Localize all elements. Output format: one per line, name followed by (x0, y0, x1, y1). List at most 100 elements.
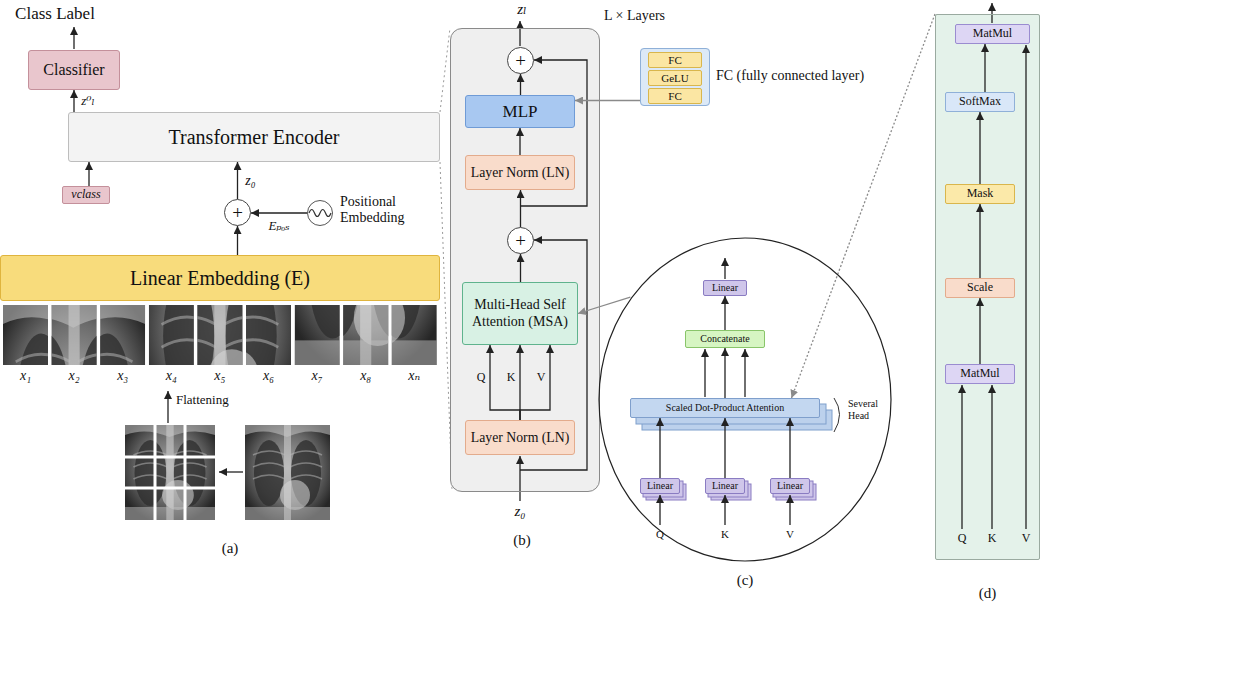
box-label: Layer Norm (LN) (471, 430, 570, 446)
box-label: + (232, 202, 243, 224)
classifier-box: Classifier (28, 50, 120, 90)
input-symbol: Q (656, 528, 664, 541)
linear-box: Linear (705, 478, 745, 494)
box-label: Layer Norm (LN) (471, 165, 570, 181)
input-arrow (519, 456, 520, 501)
edge-label: Eₚₒₛ (268, 219, 289, 234)
label-anchor: x₂ (69, 368, 80, 384)
box-label: Linear Embedding (E) (130, 267, 310, 290)
mlp-detail-panel: FCGeLUFCFC (fully connected layer) (640, 48, 710, 106)
box-label: Multi-Head Self Attention (MSA) (467, 297, 573, 329)
box-label: Linear (712, 282, 738, 294)
box-label: SoftMax (959, 95, 1001, 109)
grid-line (125, 456, 215, 459)
attention-detail-panel: MatMulSoftMaxMaskScaleMatMul(d) (935, 14, 1040, 560)
panel-letter: (a) (222, 540, 239, 557)
full-xray (245, 425, 330, 520)
flow-arrow (520, 74, 521, 95)
box-label: Concatenate (700, 333, 749, 345)
label-anchor: zₗ (517, 1, 526, 18)
input-arrow (961, 385, 962, 529)
output-symbol: zₗ (517, 1, 526, 18)
edge-label: K (507, 371, 516, 385)
panel-fill (640, 48, 710, 106)
panel-heading: L × Layers (604, 8, 704, 24)
panel-letter: (b) (513, 532, 531, 549)
panel-heading: Several Head (848, 398, 890, 421)
input-symbol: V (1022, 532, 1031, 546)
output-arrow (73, 27, 74, 49)
patch-label: x₈ (360, 368, 371, 384)
input-symbol: V (786, 528, 794, 541)
softmax-box: SoftMax (945, 92, 1015, 112)
edge-label-anchor: z₀ (245, 172, 255, 188)
patch-label: xₙ (408, 368, 420, 384)
label-anchor: x₃ (117, 368, 128, 384)
add-circle: + (507, 227, 534, 254)
grid-line (154, 425, 157, 520)
encoder-layer-panel: +MLPLayer Norm (LN)+Multi-Head Self Atte… (450, 28, 600, 492)
label-anchor: Q (656, 528, 664, 541)
class-token-box: vclass (62, 186, 110, 204)
matmul-box: MatMul (955, 24, 1030, 44)
flow-arrow (789, 418, 790, 478)
flow-arrow (979, 204, 980, 278)
label-anchor: x₄ (166, 368, 177, 384)
patch-label: x₇ (312, 368, 323, 384)
heading-anchor: FC (fully connected layer) (716, 68, 896, 84)
linear-box: Linear (703, 280, 747, 296)
linear-box: Linear (640, 478, 680, 494)
flow-arrow (520, 345, 550, 420)
edge-label: z₀ (245, 172, 255, 188)
box-label: MatMul (973, 27, 1012, 41)
panel-fill (450, 28, 600, 492)
flow-arrow (979, 112, 980, 184)
label-anchor: Q (958, 532, 967, 546)
flow-arrow (88, 162, 89, 186)
mask-box: Mask (945, 184, 1015, 204)
activation-box: GeLU (648, 70, 702, 86)
flow-arrow (724, 296, 725, 330)
input-arrow (991, 385, 992, 529)
flow-arrow (659, 418, 660, 478)
output-arrow (519, 21, 520, 46)
flow-arrow (251, 212, 307, 213)
box-label: MatMul (960, 367, 999, 381)
label-anchor: xₙ (408, 368, 420, 384)
box-label: Linear (647, 480, 673, 492)
box-label: FC (668, 90, 681, 103)
flow-arrow (520, 254, 521, 282)
step-label: Flattening (176, 393, 229, 408)
add-circle: + (507, 47, 534, 74)
output-label: Class Label (15, 4, 95, 24)
label-anchor: K (988, 532, 997, 546)
multi-head-attention-circle: LinearConcatenateScaled Dot-Product Atte… (598, 237, 892, 562)
label-anchor: (c) (737, 572, 754, 589)
patch-label: x₅ (214, 368, 225, 384)
edge-label: V (537, 371, 546, 385)
edge-label-anchor: V (537, 371, 546, 385)
label-anchor: Class Label (15, 4, 95, 24)
flatten-arrow (167, 391, 168, 423)
chest-xray-image (245, 425, 330, 520)
positional-embedding-circle: Positional Embedding (307, 200, 333, 226)
heading-anchor: (d) (960, 585, 1015, 602)
box-label: + (515, 50, 526, 72)
label-anchor: z₀ (514, 503, 525, 520)
grid-line (184, 425, 187, 520)
image-patch (10, 305, 145, 485)
panel-fill (935, 14, 1040, 560)
edge-label-anchor: z⁰ₗ (81, 94, 94, 109)
flow-arrow (237, 226, 238, 255)
edge-label-anchor: Q (477, 371, 486, 385)
matmul-box: MatMul (945, 364, 1015, 384)
patch-grid-image (125, 425, 215, 520)
edge-label-anchor: Eₚₒₛ (268, 219, 289, 234)
grid-line (125, 487, 215, 490)
input-arrow (659, 495, 660, 525)
box-label: Linear (777, 480, 803, 492)
box-label: vclass (71, 188, 100, 202)
label-anchor: V (786, 528, 794, 541)
